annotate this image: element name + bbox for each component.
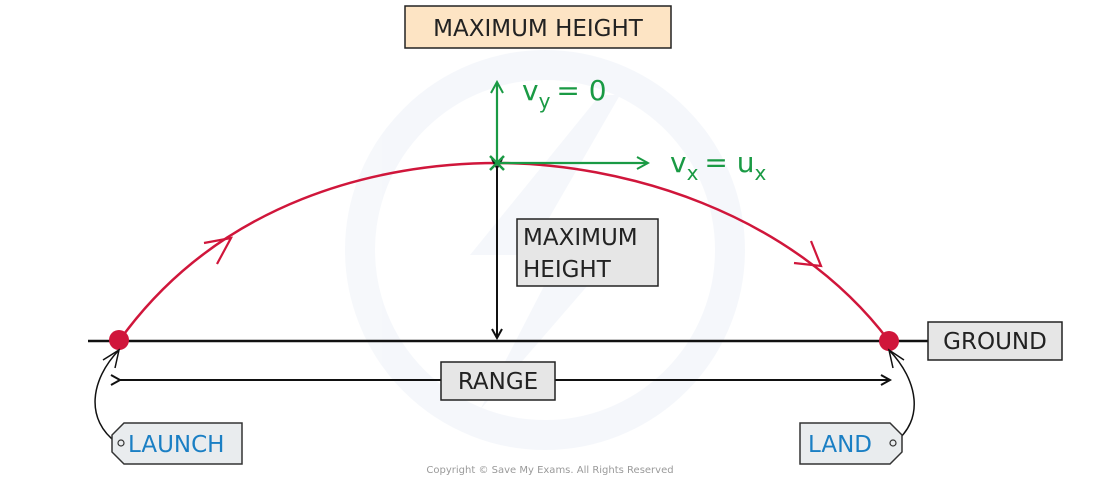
ground-box: GROUND xyxy=(927,321,1063,361)
vy-label: vy= 0 xyxy=(522,74,607,113)
apex-cross-icon xyxy=(489,155,505,171)
copyright-text: Copyright © Save My Exams. All Rights Re… xyxy=(426,465,673,476)
trajectory-arrow-left xyxy=(203,236,234,265)
max-height-title: MAXIMUM HEIGHT xyxy=(433,16,644,42)
launch-label: LAUNCH xyxy=(128,432,224,458)
max-height-title-box: MAXIMUM HEIGHT xyxy=(404,5,672,49)
land-point xyxy=(879,331,899,351)
land-label: LAND xyxy=(808,432,872,458)
land-tag: LAND xyxy=(799,422,903,465)
max-height-label-line2: HEIGHT xyxy=(523,257,612,283)
land-string-arrow xyxy=(887,348,905,369)
max-height-label-line1: MAXIMUM xyxy=(523,225,638,251)
range-label: RANGE xyxy=(458,369,538,395)
launch-tag: LAUNCH xyxy=(111,422,243,465)
launch-point xyxy=(109,330,129,350)
max-height-box: MAXIMUM HEIGHT xyxy=(516,218,659,287)
range-box: RANGE xyxy=(440,361,556,401)
trajectory-arrow-right xyxy=(793,240,823,268)
vx-label: vx= ux xyxy=(670,146,767,185)
ground-label: GROUND xyxy=(943,329,1047,355)
launch-string-arrow xyxy=(102,348,121,369)
launch-string xyxy=(94,349,120,444)
